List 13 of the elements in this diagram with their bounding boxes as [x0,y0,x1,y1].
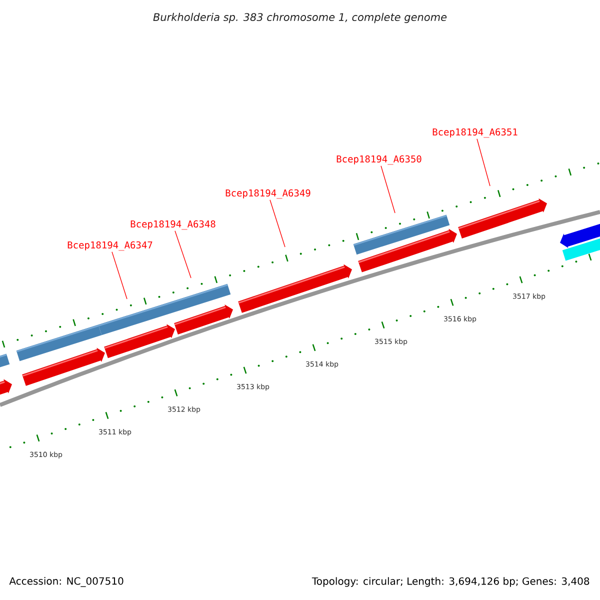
leader-line [380,166,396,214]
leader-line [476,138,490,186]
leader-line [174,230,192,278]
accession-text: Accession: NC_007510 [9,577,124,587]
genome-info-text: Topology: circular; Length: 3,694,126 bp; Genes: 3,408 [312,577,590,587]
title: Burkholderia sp. 383 chromosome 1, complete genome [153,12,447,24]
gene-label: Bcep18194_A6348 [130,220,216,230]
gene-label: Bcep18194_A6347 [68,241,152,251]
gene-label: Bcep18194_A6351 [432,128,518,138]
leader-line [270,200,286,248]
gene-label: Bcep18194_A6349 [226,189,310,199]
leader-line [112,252,128,300]
gene-label: Bcep18194_A6350 [336,155,422,165]
